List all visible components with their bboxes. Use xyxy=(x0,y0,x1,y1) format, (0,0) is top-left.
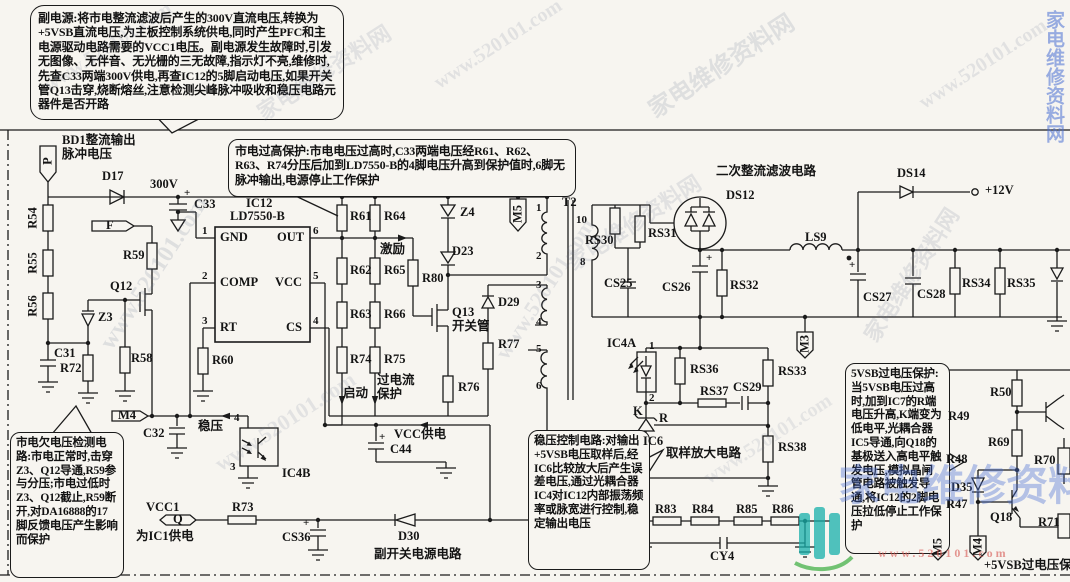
resistor-R60 xyxy=(197,347,209,375)
opto-IC4B-body xyxy=(239,427,279,467)
m3-flag xyxy=(796,331,814,359)
zener-Z4 xyxy=(439,204,457,219)
resistor-R50 xyxy=(1011,379,1023,407)
p-flag xyxy=(39,145,57,184)
wires-bottomleft xyxy=(148,415,547,550)
diode-D23 xyxy=(439,251,457,266)
t2-winding-3-4 xyxy=(540,285,548,325)
board-border-chain xyxy=(0,130,1070,576)
resistor-R62 xyxy=(336,257,348,285)
resistor-R74 xyxy=(336,346,348,374)
m4-flag-bottom xyxy=(969,535,987,561)
resistor-R63 xyxy=(336,301,348,329)
resistor-R73 xyxy=(227,515,257,525)
f-flag xyxy=(91,220,136,232)
t2-winding-1-2 xyxy=(541,197,548,258)
wires-secondary xyxy=(592,191,1070,348)
resistor-R59 xyxy=(146,242,158,270)
c33-pulse-ground xyxy=(169,219,187,233)
annotation-5vsb-ovp: 5VSB过电压保护:当5VSB电压过高时,加到IC7的R端电压升高,K端变为低电… xyxy=(845,363,950,554)
resistor-R86 xyxy=(770,516,800,526)
resistor-R71 xyxy=(1057,513,1070,539)
annotation-regulation: 稳压控制电路:对输出+5VSB电压取样后,经IC6比较放大后产生误差电压,通过光… xyxy=(528,430,650,570)
m4-flag-rail xyxy=(111,410,150,422)
t2-winding-10-8 xyxy=(591,205,599,317)
ic12-body xyxy=(214,226,311,343)
diode-D35 xyxy=(970,477,986,493)
resistor-R56 xyxy=(42,292,54,320)
mosfet-Q13 xyxy=(431,304,438,332)
diode-D17 xyxy=(109,188,126,206)
opto-IC4A-led xyxy=(629,356,653,392)
wires-left xyxy=(40,182,547,425)
opto-IC4B-transistor xyxy=(241,436,267,460)
inductor-LS9 xyxy=(789,243,843,251)
resistor-RS34 xyxy=(949,267,961,295)
t2-core xyxy=(567,200,574,400)
resistor-R64 xyxy=(369,204,381,232)
resistor-R66 xyxy=(369,301,381,329)
resistor-R76 xyxy=(442,375,454,403)
resistor-R83 xyxy=(652,516,682,526)
resistor-R65 xyxy=(369,257,381,285)
bridge-DS12-diodes xyxy=(683,198,717,249)
resistor-RS36 xyxy=(674,357,686,385)
resistor-R61 xyxy=(336,204,348,232)
resistor-RS35 xyxy=(994,267,1006,295)
resistor-RS33 xyxy=(762,359,774,387)
wires-middle xyxy=(325,197,548,426)
watermark-logo xyxy=(794,507,854,572)
resistor-R54 xyxy=(42,204,54,232)
wires-sampling xyxy=(634,347,769,486)
resistor-RS37 xyxy=(697,398,727,408)
resistor-R72 xyxy=(82,354,94,382)
diode-D30 xyxy=(393,513,416,527)
resistor-R75 xyxy=(369,346,381,374)
resistor-R85 xyxy=(733,516,763,526)
resistor-R80 xyxy=(407,259,419,287)
resistor-RS38 xyxy=(762,435,774,463)
mosfet-Q12 xyxy=(139,288,146,316)
m5-flag-primary xyxy=(509,197,527,232)
zener-Z3 xyxy=(80,310,96,328)
annotation-mains-uvp: 市电欠电压检测电路:市电正常时,击穿Z3、Q12导通,R59参与分压;市电过低时… xyxy=(10,432,124,578)
resistor-RS30 xyxy=(609,207,621,235)
resistor-RS31 xyxy=(634,215,646,243)
resistor-R69 xyxy=(1011,429,1023,457)
zener-secondary xyxy=(1049,267,1065,282)
diode-D29 xyxy=(480,295,496,309)
resistor-R84 xyxy=(690,516,720,526)
resistor-R55 xyxy=(42,249,54,277)
plus12v-terminal xyxy=(971,188,979,196)
diode-DS14 xyxy=(899,184,915,200)
q-flag-vcc1 xyxy=(158,514,198,526)
callout-tails xyxy=(50,109,966,489)
annotation-aux-supply: 副电源:将市电整流滤波后产生的300V直流电压,转换为+5VSB直流电压,为主板… xyxy=(30,5,344,120)
resistor-R77 xyxy=(482,342,494,370)
resistor-RS32 xyxy=(716,269,728,297)
annotation-mains-ovp: 市电过高保护:市电电压过高时,C33两端电压经R61、R62、R63、R74分压… xyxy=(228,139,576,197)
resistor-R58 xyxy=(119,346,131,374)
t2-winding-5-6 xyxy=(540,350,548,520)
resistor-R70 xyxy=(1057,447,1070,475)
